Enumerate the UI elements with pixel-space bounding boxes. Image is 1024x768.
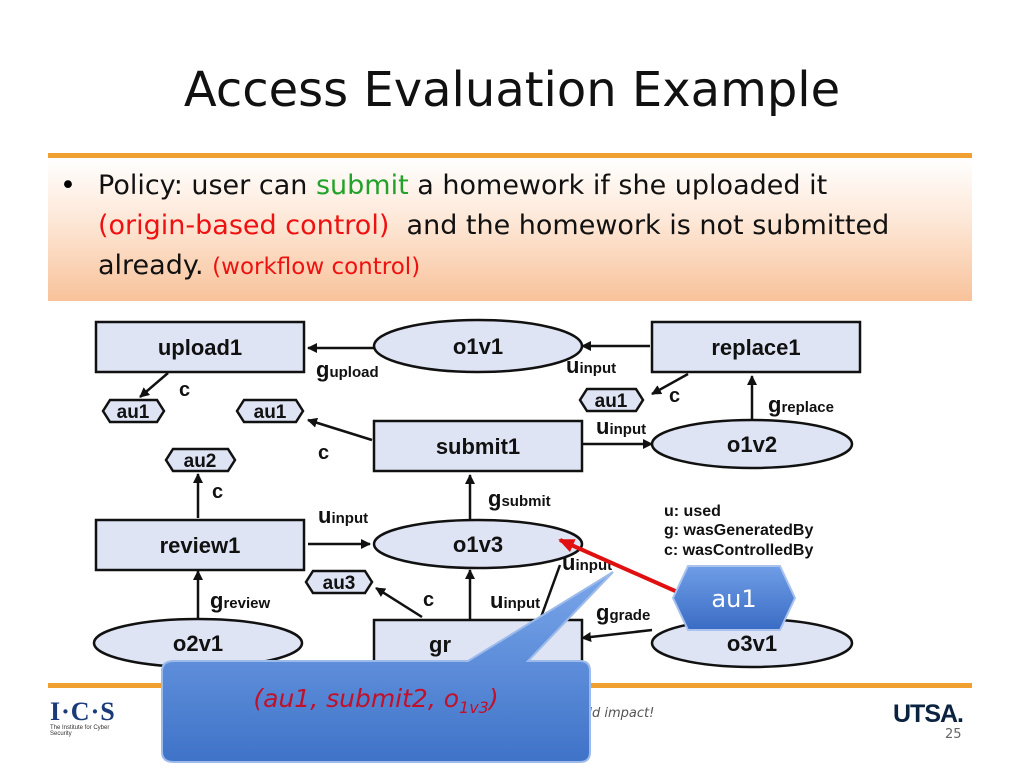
- tuple-callout-shape: [161, 571, 614, 763]
- label-review1: review1: [160, 533, 241, 558]
- node-au1-center: [235, 398, 305, 424]
- ics-logo: I·C·S The Institute for Cyber Security: [50, 697, 120, 737]
- tuple-callout-text: (au1, submit2, o1v3): [253, 684, 498, 717]
- node-au3: [304, 569, 374, 595]
- label-o2v1: o2v1: [173, 631, 223, 656]
- diagram-edges: [139, 341, 757, 642]
- label-o1v2: o1v2: [727, 432, 777, 457]
- ics-logo-text: I·C·S: [50, 697, 116, 726]
- edge-upload1-au1: [139, 372, 169, 398]
- edge-grade-au3: [375, 586, 423, 619]
- au1-badge: au1: [671, 565, 797, 631]
- policy-part3: and the homework is not submitted alread…: [98, 210, 890, 281]
- node-au2: [164, 447, 237, 473]
- label-au2: au2: [184, 451, 217, 472]
- policy-submit-highlight: submit: [315, 170, 409, 201]
- label-o1v3: o1v3: [453, 532, 503, 557]
- diagram-legend: u: used g: wasGeneratedBy c: wasControll…: [664, 503, 813, 559]
- edge-label-c-submit: c: [318, 442, 329, 464]
- edge-grade-o1v3-input: [538, 564, 562, 621]
- edge-label-u-input-submit: uinput: [596, 414, 646, 439]
- label-upload1: upload1: [158, 335, 242, 360]
- edge-label-g-submit: gsubmit: [488, 486, 551, 511]
- edge-o3v1-grade: [581, 628, 653, 642]
- ics-logo-subtitle: The Institute for Cyber Security: [50, 725, 110, 737]
- edge-label-g-review: greview: [210, 588, 270, 613]
- edge-label-u-input-review: uinput: [318, 503, 368, 528]
- label-submit1: submit1: [436, 434, 520, 459]
- edge-label-u-input-o1v3: uinput: [562, 550, 612, 575]
- agent-nodes: [101, 387, 645, 595]
- node-o1v3: [372, 518, 584, 570]
- label-au3: au3: [323, 573, 356, 594]
- node-au1-left: [101, 398, 166, 424]
- slide-title: Access Evaluation Example: [183, 62, 841, 118]
- label-o1v1: o1v1: [453, 334, 503, 359]
- edge-label-g-grade: ggrade: [596, 600, 650, 625]
- edge-label-c-review: c: [212, 481, 223, 503]
- edge-label-u-input-top: uinput: [566, 353, 616, 378]
- utsa-logo: UTSA.: [893, 700, 964, 728]
- node-submit1: [372, 419, 584, 473]
- policy-text: Policy: user can submit a homework if sh…: [98, 166, 968, 287]
- edge-label-c-upload: c: [179, 379, 190, 401]
- label-replace1: replace1: [711, 335, 800, 360]
- label-o3v1: o3v1: [727, 631, 777, 656]
- label-au1-right: au1: [595, 391, 628, 412]
- label-au1-center: au1: [254, 402, 287, 423]
- policy-origin-control: (origin-based control): [98, 210, 390, 241]
- edge-label-g-replace: greplace: [768, 392, 834, 417]
- node-upload1: [94, 320, 306, 374]
- policy-box: [48, 153, 972, 301]
- slide-number: 25: [945, 727, 962, 742]
- node-replace1: [650, 320, 862, 374]
- bullet-marker: •: [60, 170, 76, 201]
- node-o1v1: [372, 318, 584, 374]
- legend-controlled: c: wasControlledBy: [664, 542, 813, 559]
- policy-part2: a homework if she uploaded it: [408, 170, 828, 201]
- edge-label-c-grade: c: [423, 589, 434, 611]
- node-au1-right: [578, 387, 645, 413]
- footer-tagline: rld impact!: [583, 706, 655, 721]
- policy-part1: Policy: user can: [98, 170, 316, 201]
- label-grade: gr: [429, 632, 451, 657]
- legend-generated: g: wasGeneratedBy: [664, 522, 813, 539]
- label-au1-left: au1: [117, 402, 150, 423]
- node-review1: [94, 518, 306, 572]
- edge-label-u-input-grade: uinput: [490, 588, 540, 613]
- edge-submit1-au1: [307, 417, 373, 442]
- node-o1v2: [650, 418, 854, 470]
- edge-label-c-replace: c: [669, 385, 680, 407]
- au1-badge-label: au1: [711, 585, 756, 613]
- legend-used: u: used: [664, 503, 721, 520]
- edge-replace1-au1: [651, 372, 689, 396]
- edge-label-g-upload: gupload: [316, 357, 379, 382]
- red-pointer-arrow: [558, 538, 683, 596]
- policy-workflow-control: (workflow control): [212, 254, 421, 280]
